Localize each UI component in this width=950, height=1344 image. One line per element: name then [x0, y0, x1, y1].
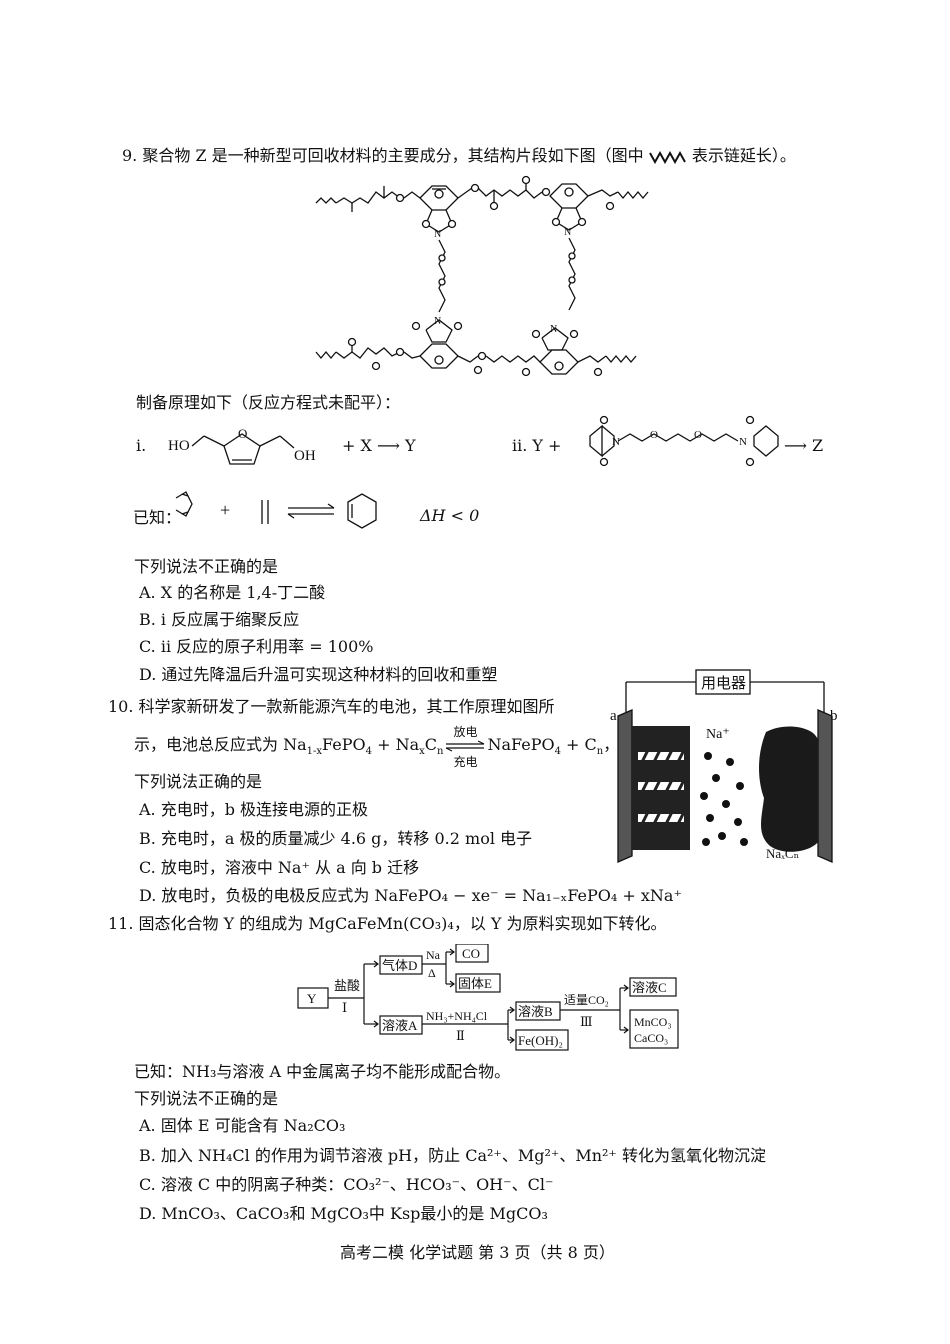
flow-acid-label: 盐酸: [334, 978, 360, 993]
anode-label: NaₓCₙ: [766, 846, 799, 861]
polymer-z-structure: N N N N: [315, 175, 649, 377]
q11-option-b: B. 加入 NH₄Cl 的作用为调节溶液 pH，防止 Ca²⁺、Mg²⁺、Mn²…: [139, 1146, 766, 1165]
q10-option-d: D. 放电时，负极的电极反应式为 NaFePO₄ − xe⁻ = Na₁₋ₓFe…: [139, 886, 682, 905]
flow-gas-d: 气体D: [382, 958, 417, 973]
q11-flowchart: Y 盐酸 Ⅰ 气体D Na Δ CO 固体E 溶液A NH₃+NH₄Cl Ⅱ 溶…: [297, 944, 679, 1051]
q9-stem: 9. 聚合物 Z 是一种新型可回收材料的主要成分，其结构片段如下图（图中 表示链…: [122, 146, 796, 166]
arrow-label-discharge: 放电: [453, 724, 478, 739]
q11-option-d: D. MnCO₃、CaCO₃和 MgCO₃中 Ksp最小的是 MgCO₃: [139, 1204, 548, 1223]
box-gas-d: [379, 955, 423, 975]
flow-reagent2: NH₃+NH₄Cl: [426, 1009, 488, 1023]
q11-option-c: C. 溶液 C 中的阴离子种类：CO₃²⁻、HCO₃⁻、OH⁻、Cl⁻: [139, 1175, 554, 1194]
q10-eq-part: ，: [603, 735, 620, 754]
battery-diagram: 用电器 a b Na⁺ NaₓCₙ: [610, 669, 838, 863]
q10-eq-part: + Na: [371, 735, 420, 754]
reversible-arrow: 放电充电: [445, 725, 485, 769]
box-feoh2: [515, 1029, 569, 1051]
svg-text:N: N: [612, 436, 620, 448]
q11-stem: 11. 固态化合物 Y 的组成为 MgCaFeMn(CO₃)₄，以 Y 为原料实…: [108, 914, 667, 933]
arrow-label-charge: 充电: [453, 754, 478, 769]
box-sol-c: [629, 977, 677, 997]
box-sol-a: [379, 1015, 423, 1035]
ion-label: Na⁺: [706, 727, 730, 742]
q9-prep-text: 制备原理如下（反应方程式未配平）：: [136, 393, 401, 412]
q10-stem-line1: 10. 科学家新研发了一款新能源汽车的电池，其工作原理如图所: [108, 697, 555, 716]
flow-sol-c: 溶液C: [632, 980, 667, 995]
q10-eq-sub: 4: [554, 746, 561, 758]
q10-option-a: A. 充电时，b 极连接电源的正极: [139, 800, 369, 819]
bismaleimide-structure: N O O N: [589, 415, 779, 467]
svg-text:O: O: [238, 426, 247, 441]
q9-rx1-rest: + X ⟶ Y: [342, 436, 416, 455]
sodium-ions: [700, 752, 748, 846]
q10-eq-part: + C: [560, 735, 597, 754]
q10-eq-part: NaFePO: [487, 735, 555, 754]
q9-option-d: D. 通过先降温后升温可实现这种材料的回收和重塑: [139, 665, 498, 684]
electrode-a-label: a: [610, 708, 617, 724]
q10-option-c: C. 放电时，溶液中 Na⁺ 从 a 向 b 迁移: [139, 858, 420, 877]
q9-delta-h: ΔH < 0: [420, 506, 480, 525]
q9-stem-end: 表示链延长）。: [691, 146, 796, 165]
flow-sol-a: 溶液A: [382, 1018, 418, 1033]
flow-caco3: CaCO₃: [634, 1031, 668, 1045]
flow-mnco3: MnCO₃: [634, 1015, 672, 1029]
page-footer: 高考二模 化学试题 第 3 页（共 8 页）: [340, 1243, 615, 1262]
flow-sol-b: 溶液B: [518, 1004, 553, 1019]
q10-eq-sub: 4: [365, 746, 372, 758]
device-label: 用电器: [701, 675, 746, 692]
svg-text:N: N: [564, 227, 571, 238]
wavy-chain-icon: [648, 150, 686, 164]
flow-feoh2: Fe(OH)₂: [518, 1033, 563, 1048]
svg-text:O: O: [650, 429, 658, 441]
q10-eq-part: C: [424, 735, 437, 754]
svg-text:OH: OH: [294, 448, 316, 464]
box-sol-b: [515, 1001, 561, 1021]
flow-na: Na: [426, 948, 441, 962]
q10-eq-sub: x: [419, 746, 425, 758]
q9-rx2-label: ⅱ. Y +: [512, 436, 562, 455]
electrode-b-label: b: [830, 708, 838, 724]
flow-step3: Ⅲ: [580, 1014, 593, 1029]
q9-ask: 下列说法不正确的是: [134, 557, 279, 576]
flow-co2: 适量CO₂: [564, 993, 609, 1007]
furan-diol-structure: HO O OH: [168, 426, 316, 465]
svg-text:N: N: [739, 436, 747, 448]
flow-step1: Ⅰ: [342, 1000, 347, 1015]
q9-known-label: 已知：: [133, 508, 182, 527]
flow-co: CO: [462, 946, 480, 961]
box-carbonates: [629, 1009, 679, 1049]
box-solid-e: [455, 973, 501, 993]
equilibrium-arrow-icon: [446, 739, 485, 752]
q10-eq-sub: n: [437, 746, 444, 758]
q9-rx2-rest: ⟶ Z: [784, 436, 824, 455]
svg-text:N: N: [434, 229, 441, 240]
anode-block: [759, 726, 818, 852]
q9-stem-text: 9. 聚合物 Z 是一种新型可回收材料的主要成分，其结构片段如下图（图中: [122, 146, 644, 165]
q9-rx1-label: ⅰ.: [136, 436, 147, 455]
q10-eq-sub: 1-x: [306, 746, 323, 758]
flow-solid-e: 固体E: [458, 976, 492, 991]
flow-delta: Δ: [428, 966, 436, 980]
q11-known: 已知：NH₃与溶液 A 中金属离子均不能形成配合物。: [134, 1062, 511, 1081]
q10-eq-part: FePO: [322, 735, 366, 754]
q11-option-a: A. 固体 E 可能含有 Na₂CO₃: [139, 1116, 346, 1135]
q9-option-b: B. ⅰ 反应属于缩聚反应: [139, 610, 300, 629]
q10-ask: 下列说法正确的是: [134, 772, 263, 791]
diels-alder-scheme: +: [175, 491, 377, 529]
flow-step2: Ⅱ: [456, 1028, 465, 1043]
q9-option-a: A. X 的名称是 1,4-丁二酸: [139, 583, 326, 602]
svg-text:+: +: [220, 500, 230, 520]
q11-ask: 下列说法不正确的是: [134, 1089, 279, 1108]
q10-eq-part: 示，电池总反应式为 Na: [134, 735, 307, 754]
box-co: [455, 944, 489, 963]
q10-eq-sub: n: [596, 746, 604, 758]
q10-option-b: B. 充电时，a 极的质量减少 4.6 g，转移 0.2 mol 电子: [139, 829, 533, 848]
flow-y-label: Y: [307, 991, 317, 1006]
svg-text:O: O: [694, 429, 702, 441]
q9-option-c: C. ⅱ 反应的原子利用率 = 100%: [139, 637, 374, 656]
svg-text:HO: HO: [168, 438, 190, 454]
